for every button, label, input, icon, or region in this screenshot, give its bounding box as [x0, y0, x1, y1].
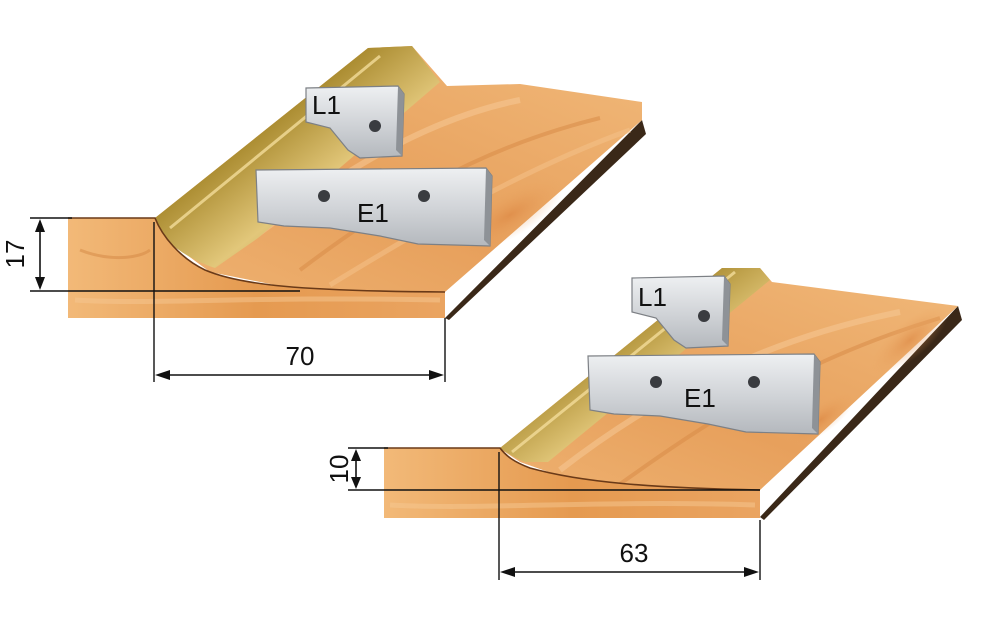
lower-width-value: 63: [620, 538, 649, 568]
lower-knife-e1-hole-left: [650, 376, 662, 388]
upper-knife-l1-label: L1: [312, 90, 341, 120]
upper-profile-outline: [68, 217, 446, 293]
upper-knife-e1-hole-left: [318, 190, 330, 202]
upper-width-dimension: 70: [153, 222, 446, 382]
upper-board-front: [68, 218, 445, 318]
upper-knife-e1: E1: [255, 167, 493, 247]
lower-knife-e1: E1: [587, 353, 821, 435]
lower-height-value: 10: [324, 455, 354, 484]
lower-profile-outline: [384, 447, 761, 491]
lower-knife-l1-label: L1: [638, 282, 667, 312]
lower-knife-e1-hole-right: [748, 376, 760, 388]
lower-width-dimension: 63: [498, 452, 761, 580]
upper-knife-l1-hole: [369, 120, 381, 132]
upper-height-dimension: 17: [0, 217, 300, 292]
upper-height-value: 17: [0, 240, 30, 269]
lower-knife-l1-hole: [698, 310, 710, 322]
lower-knife-e1-label: E1: [684, 383, 716, 413]
upper-knife-l1: L1: [305, 85, 405, 159]
upper-knife-e1-label: E1: [357, 198, 389, 228]
upper-board-side: [445, 120, 646, 320]
lower-knife-l1: L1: [631, 275, 731, 349]
upper-knife-e1-hole-right: [418, 190, 430, 202]
upper-width-value: 70: [286, 341, 315, 371]
lower-board-front: [384, 448, 760, 518]
lower-height-dimension: 10: [324, 447, 760, 491]
